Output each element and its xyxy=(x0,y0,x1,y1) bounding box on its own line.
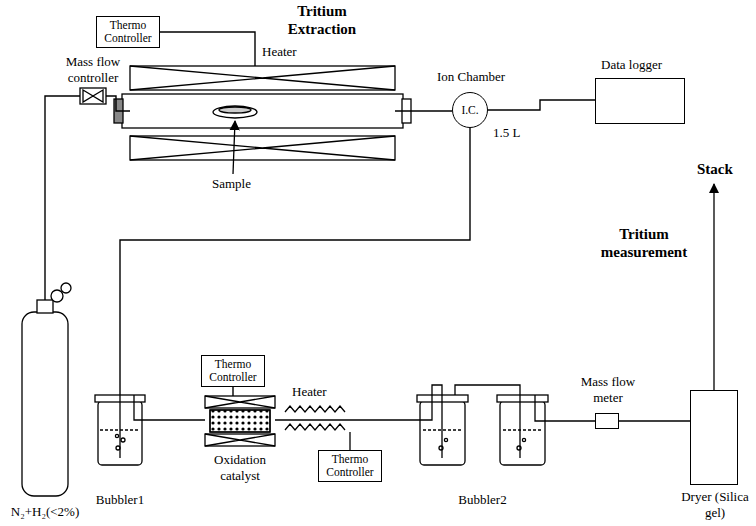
ion-chamber: Ion ChamberI.C.1.5 L xyxy=(452,92,488,128)
furnace-heater: Heater xyxy=(130,66,395,160)
part-label: 1.5 L xyxy=(493,125,520,141)
data-logger: Data logger xyxy=(595,78,685,124)
part-label: Mass flow controller xyxy=(54,54,132,85)
part-label: Mass flow meter xyxy=(578,374,638,405)
node-label: Thermo Controller xyxy=(97,19,159,44)
gas-line xyxy=(45,96,80,300)
thermo-controller: Thermo Controller xyxy=(318,450,382,482)
gas-line xyxy=(619,420,690,421)
bubbler: Bubbler2 xyxy=(420,395,545,465)
gas-line xyxy=(120,128,470,395)
dryer: Dryer (Silica gel) xyxy=(690,390,738,485)
thermo-controller: Thermo Controller xyxy=(96,16,160,48)
part-label: Bubbler1 xyxy=(84,492,156,508)
bubbler: Bubbler1 xyxy=(98,395,142,465)
part-label: Sample xyxy=(212,176,251,192)
part-label: Heater xyxy=(262,44,297,60)
mass-flow-controller: Mass flow controller xyxy=(80,88,106,104)
gas-line xyxy=(275,419,420,420)
section-title: Tritium measurement xyxy=(588,225,700,261)
part-label: Heater xyxy=(292,384,327,400)
part-label: Stack xyxy=(697,160,733,178)
part-label: Ion Chamber xyxy=(423,69,519,85)
oxidation-catalyst: Oxidation catalyst xyxy=(205,396,275,446)
part-label: Bubbler2 xyxy=(420,492,545,508)
section-title: Tritium Extraction xyxy=(272,2,372,38)
part-label: Oxidation catalyst xyxy=(200,452,280,483)
gas-line xyxy=(106,96,130,111)
node-label: Thermo Controller xyxy=(202,358,264,383)
gas-line xyxy=(232,387,233,396)
gas-line xyxy=(488,100,595,110)
gas-line xyxy=(142,419,205,420)
gas-cylinder: N₂+H₂(<2%) xyxy=(22,300,68,496)
mass-flow-meter: Mass flow meter xyxy=(595,413,619,429)
gas-line xyxy=(160,32,255,66)
gas-line xyxy=(395,110,452,111)
node-label: Thermo Controller xyxy=(319,453,381,478)
node-label: I.C. xyxy=(461,104,478,117)
part-label: N₂+H₂(<2%) xyxy=(3,504,87,520)
gas-line xyxy=(545,420,595,421)
thermo-controller: Thermo Controller xyxy=(201,355,265,387)
part-label: Dryer (Silica gel) xyxy=(680,489,750,520)
part-label: Data logger xyxy=(601,57,662,73)
